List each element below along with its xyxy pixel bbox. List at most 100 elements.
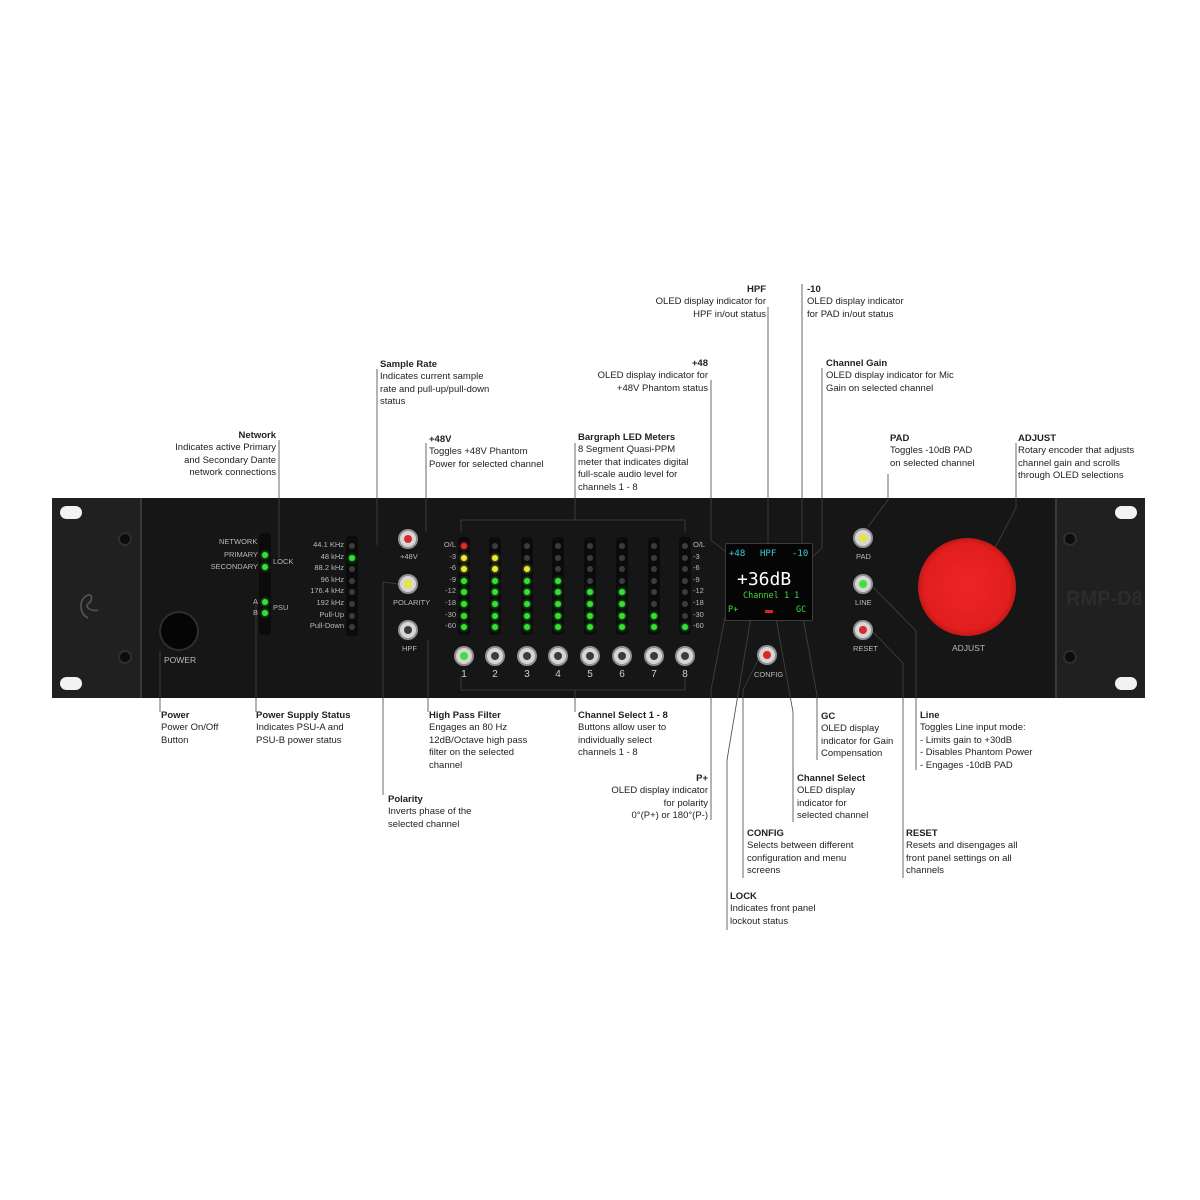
meter-segment — [524, 566, 530, 573]
network-psu-strip — [259, 533, 271, 635]
hpf-button[interactable] — [398, 620, 418, 640]
annotation-desc: Engages an 80 Hz 12dB/Octave high pass f… — [429, 722, 528, 771]
annotation-config: CONFIG Selects between different configu… — [747, 828, 887, 878]
annotation-sample-rate: Sample Rate Indicates current sample rat… — [380, 359, 520, 409]
annotation-hpf: High Pass Filter Engages an 80 Hz 12dB/O… — [429, 710, 559, 772]
meter-strip — [521, 537, 533, 635]
sample-rate-led — [349, 566, 355, 573]
meter-strip — [552, 537, 564, 635]
adjust-rotary-encoder[interactable] — [918, 538, 1016, 636]
sample-rate-led — [349, 624, 355, 631]
pad-button[interactable] — [853, 528, 873, 548]
annotation-title: Bargraph LED Meters — [578, 432, 676, 443]
meter-segment — [651, 601, 657, 607]
polarity-button[interactable] — [398, 574, 418, 594]
reset-button[interactable] — [853, 620, 873, 640]
annotation-phantom: +48V Toggles +48V Phantom Power for sele… — [429, 434, 569, 471]
sample-rate-led — [349, 601, 355, 607]
line-button[interactable] — [853, 574, 873, 594]
meter-segment — [587, 589, 593, 596]
meter-segment — [651, 624, 657, 631]
secondary-led — [262, 564, 268, 570]
channel-select-button-6[interactable] — [612, 646, 632, 666]
phantom-48v-button[interactable] — [398, 529, 418, 549]
screw-icon — [118, 650, 132, 664]
meter-scale-label-left: -9 — [449, 574, 456, 584]
sample-rate-label: Pull-Down — [309, 621, 344, 631]
annotation-oled-polarity: P+ OLED display indicator for polarity 0… — [586, 773, 708, 823]
meter-scale-label-left: -6 — [449, 563, 456, 573]
channel-select-button-3[interactable] — [517, 646, 537, 666]
meter-segment — [682, 554, 688, 561]
meter-strip — [489, 537, 501, 635]
meter-segment — [492, 554, 498, 561]
annotation-title: Network — [238, 430, 276, 441]
channel-number: 6 — [619, 669, 625, 680]
rack-ear-left — [52, 498, 142, 698]
annotation-reset: RESET Resets and disengages all front pa… — [906, 828, 1046, 878]
pad-label: PAD — [856, 552, 871, 561]
meter-segment — [619, 566, 625, 573]
meter-segment — [587, 566, 593, 573]
channel-select-button-7[interactable] — [644, 646, 664, 666]
meter-segment — [619, 554, 625, 561]
oled-lock-indicator — [765, 610, 773, 613]
channel-select-button-5[interactable] — [580, 646, 600, 666]
annotation-desc: Buttons allow user to individually selec… — [578, 722, 667, 759]
meter-scale-label-left: -18 — [445, 598, 456, 607]
meter-scale-label-left: -3 — [449, 551, 456, 561]
meter-segment — [555, 566, 561, 573]
annotation-desc: Indicates front panel lockout status — [730, 903, 816, 927]
meter-segment — [492, 589, 498, 596]
psu-b-led — [262, 610, 268, 616]
meter-segment — [461, 543, 467, 549]
annotation-title: P+ — [696, 773, 708, 784]
channel-select-button-1[interactable] — [454, 646, 474, 666]
polarity-label: POLARITY — [393, 598, 431, 607]
channel-select-button-8[interactable] — [675, 646, 695, 666]
meter-strip — [458, 537, 470, 635]
channel-led — [523, 652, 531, 660]
annotation-oled-pad: -10 OLED display indicator for PAD in/ou… — [807, 284, 937, 321]
sample-rate-label: Pull-Up — [319, 609, 344, 619]
signature-logo-icon — [80, 594, 99, 619]
channel-led — [650, 652, 658, 660]
pad-led — [859, 534, 867, 542]
meter-segment — [524, 612, 530, 619]
meter-scale-label-right: -30 — [693, 609, 704, 619]
psu-a-label: A — [253, 597, 259, 606]
oled-hpf-indicator: HPF — [760, 549, 777, 559]
annotation-title: CONFIG — [747, 828, 784, 839]
config-button[interactable] — [757, 645, 777, 665]
channel-select-button-2[interactable] — [485, 646, 505, 666]
oled-gain-readout: +36dB — [737, 569, 792, 590]
annotation-line: Line Toggles Line input mode: - Limits g… — [920, 710, 1060, 772]
meter-segment — [682, 543, 688, 549]
channel-number: 1 — [461, 669, 467, 680]
sample-rate-label: 192 kHz — [316, 598, 344, 607]
annotation-desc: OLED display indicator for +48V Phantom … — [597, 370, 708, 394]
meter-segment — [682, 612, 688, 619]
polarity-led — [404, 580, 412, 588]
reset-led — [859, 626, 867, 634]
sample-rate-label: 44.1 KHz — [313, 540, 344, 549]
power-button[interactable] — [159, 611, 199, 651]
lock-label: LOCK — [273, 557, 294, 566]
annotation-title: Channel Gain — [826, 358, 888, 369]
annotation-title: -10 — [807, 284, 821, 295]
annotation-desc: OLED display indicator for HPF in/out st… — [655, 296, 766, 320]
annotation-title: HPF — [747, 284, 766, 295]
annotation-desc: Resets and disengages all front panel se… — [906, 840, 1018, 877]
channel-select-button-4[interactable] — [548, 646, 568, 666]
screw-icon — [1063, 532, 1077, 546]
annotation-network: Network Indicates active Primary and Sec… — [166, 430, 276, 480]
channel-led — [586, 652, 594, 660]
annotation-desc: Indicates PSU-A and PSU-B power status — [256, 722, 344, 746]
meter-segment — [492, 612, 498, 619]
meter-segment — [461, 566, 467, 573]
sample-rate-led — [349, 577, 355, 584]
sample-rate-led — [349, 554, 355, 561]
secondary-label: SECONDARY — [210, 562, 258, 571]
meter-segment — [682, 566, 688, 573]
sample-rate-label: 48 kHz — [320, 551, 344, 561]
